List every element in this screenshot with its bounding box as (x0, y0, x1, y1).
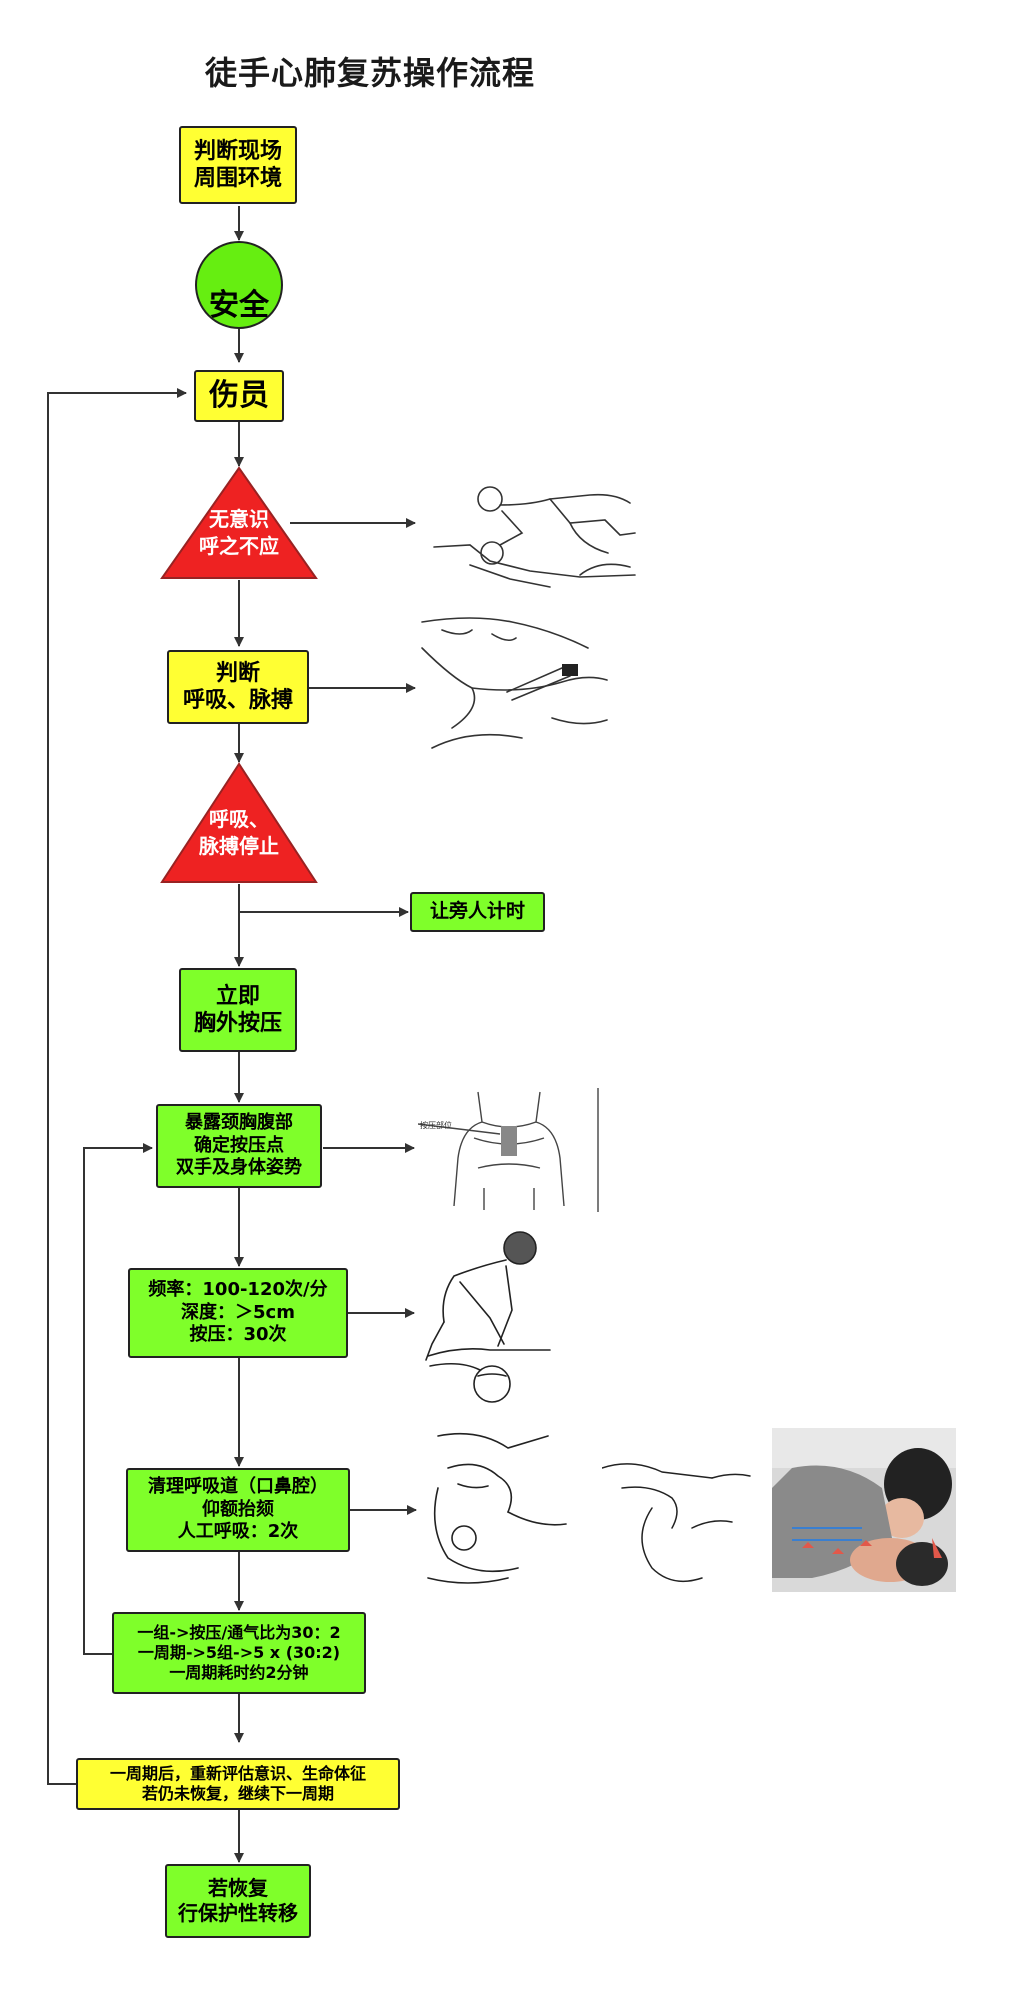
expose-line-3: 双手及身体姿势 (176, 1157, 302, 1179)
rate-line-3: 按压：30次 (189, 1324, 287, 1346)
rescuer-tapping-patient-illustration (433, 486, 636, 588)
arrest-line-1: 呼吸、 (209, 807, 269, 831)
expose-line-1: 暴露颈胸腹部 (185, 1112, 293, 1134)
airway-line-1: 清理呼吸道（口鼻腔） (148, 1476, 328, 1498)
casualty-label: 伤员 (209, 378, 269, 414)
mouth-to-mouth-breathing-photo (772, 1428, 956, 1592)
rescuer-doing-compressions-illustration (425, 1231, 551, 1403)
compression-point-caption: 按压部位 (420, 1120, 452, 1130)
compress-now-line-2: 胸外按压 (193, 1011, 282, 1036)
timer-box: 让旁人计时 (410, 892, 545, 932)
rate-line-1: 频率：100-120次/分 (148, 1279, 328, 1301)
scene-line-1: 判断现场 (193, 138, 282, 164)
chest-compression-point-illustration: 按压部位 (418, 1088, 599, 1212)
head-tilt-chin-lift-illustration (427, 1432, 567, 1584)
cycle-box: 一组->按压/通气比为30：2 一周期->5组->5 x (30:2) 一周期耗… (112, 1612, 366, 1694)
recover-line-1: 若恢复 (208, 1876, 268, 1900)
rate-box: 频率：100-120次/分 深度：＞5cm 按压：30次 (128, 1268, 348, 1358)
arrest-triangle (160, 762, 318, 883)
recover-box: 若恢复 行保护性转移 (165, 1864, 311, 1938)
cycle-line-2: 一周期->5组->5 x (30:2) (137, 1643, 341, 1662)
check-line-1: 判断 (215, 660, 260, 686)
reassess-line-2: 若仍未恢复，继续下一周期 (141, 1784, 334, 1803)
casualty-box: 伤员 (194, 370, 284, 422)
recover-line-2: 行保护性转移 (178, 1901, 298, 1925)
unconscious-line-1: 无意识 (209, 507, 269, 531)
check-breathing-box: 判断 呼吸、脉搏 (167, 650, 309, 724)
arrest-label: 呼吸、 脉搏停止 (184, 806, 294, 860)
airway-line-3: 人工呼吸：2次 (177, 1521, 299, 1543)
compress-now-box: 立即 胸外按压 (179, 968, 297, 1052)
cycle-line-1: 一组->按压/通气比为30：2 (137, 1623, 341, 1642)
check-line-2: 呼吸、脉搏 (182, 688, 293, 713)
scene-line-2: 周围环境 (193, 166, 282, 191)
unconscious-triangle (160, 466, 318, 579)
scene-box: 判断现场 周围环境 (179, 126, 297, 204)
unconscious-label: 无意识 呼之不应 (189, 506, 289, 560)
rate-line-2: 深度：＞5cm (181, 1301, 295, 1323)
unconscious-line-2: 呼之不应 (199, 534, 279, 558)
expose-box: 暴露颈胸腹部 确定按压点 双手及身体姿势 (156, 1104, 322, 1188)
reassess-box: 一周期后，重新评估意识、生命体征 若仍未恢复，继续下一周期 (76, 1758, 400, 1810)
safe-circle (195, 241, 283, 329)
page-title: 徒手心肺复苏操作流程 (204, 54, 535, 92)
expose-line-2: 确定按压点 (194, 1134, 284, 1156)
carotid-pulse-check-illustration (421, 617, 608, 749)
timer-label: 让旁人计时 (429, 900, 525, 923)
hand-position-illustration (602, 1463, 751, 1583)
airway-box: 清理呼吸道（口鼻腔） 仰额抬颏 人工呼吸：2次 (126, 1468, 350, 1552)
airway-line-2: 仰额抬颏 (202, 1498, 274, 1520)
arrest-line-2: 脉搏停止 (199, 834, 279, 858)
compress-now-line-1: 立即 (215, 983, 260, 1009)
cycle-line-3: 一周期耗时约2分钟 (169, 1663, 309, 1682)
safe-label: 安全 (209, 288, 269, 323)
reassess-line-1: 一周期后，重新评估意识、生命体征 (109, 1764, 366, 1783)
